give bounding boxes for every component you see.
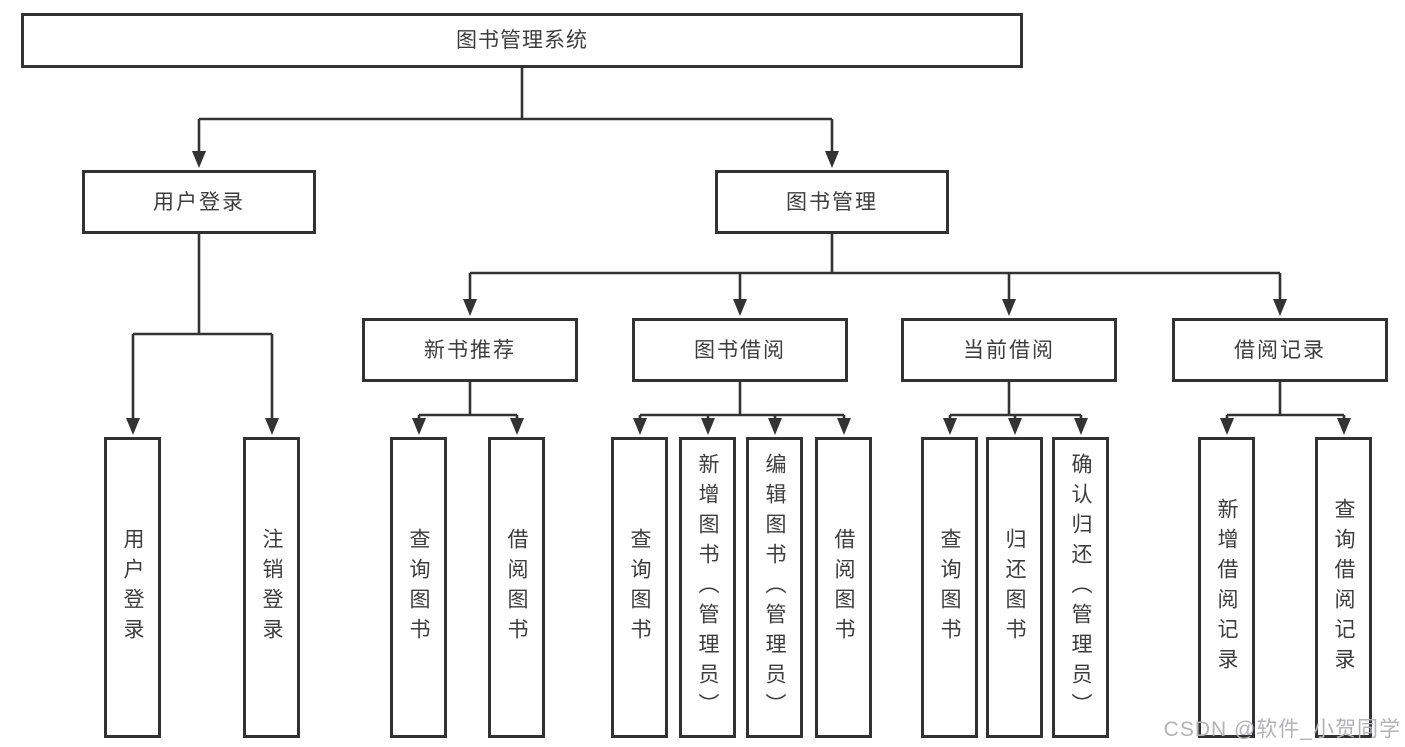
leaf-borrow-add-book-admin: 新增图书（管理员） [679, 437, 736, 738]
leaf-records-add-record: 新增借阅记录 [1198, 437, 1255, 738]
leaf-current-query-book: 查询图书 [921, 437, 978, 738]
leaf-records-query-record: 查询借阅记录 [1315, 437, 1372, 738]
node-book-borrow: 图书借阅 [632, 318, 848, 382]
leaf-current-return-book: 归还图书 [986, 437, 1043, 738]
leaf-user-login: 用户登录 [104, 437, 161, 738]
node-new-book-recommend: 新书推荐 [362, 318, 578, 382]
leaf-recommend-borrow-book: 借阅图书 [488, 437, 545, 738]
leaf-borrow-query-book: 查询图书 [611, 437, 668, 738]
node-book-management: 图书管理 [715, 170, 949, 234]
watermark-text: CSDN @软件_小贺同学 [1163, 718, 1401, 741]
node-user-login: 用户登录 [82, 170, 316, 234]
leaf-current-confirm-return-admin: 确认归还（管理员） [1052, 437, 1109, 738]
leaf-borrow-borrow-book: 借阅图书 [815, 437, 872, 738]
leaf-borrow-edit-book-admin: 编辑图书（管理员） [746, 437, 803, 738]
node-borrow-records: 借阅记录 [1172, 318, 1388, 382]
node-root-system: 图书管理系统 [21, 13, 1023, 68]
node-current-borrow: 当前借阅 [901, 318, 1117, 382]
leaf-recommend-query-book: 查询图书 [390, 437, 447, 738]
leaf-logout: 注销登录 [243, 437, 300, 738]
